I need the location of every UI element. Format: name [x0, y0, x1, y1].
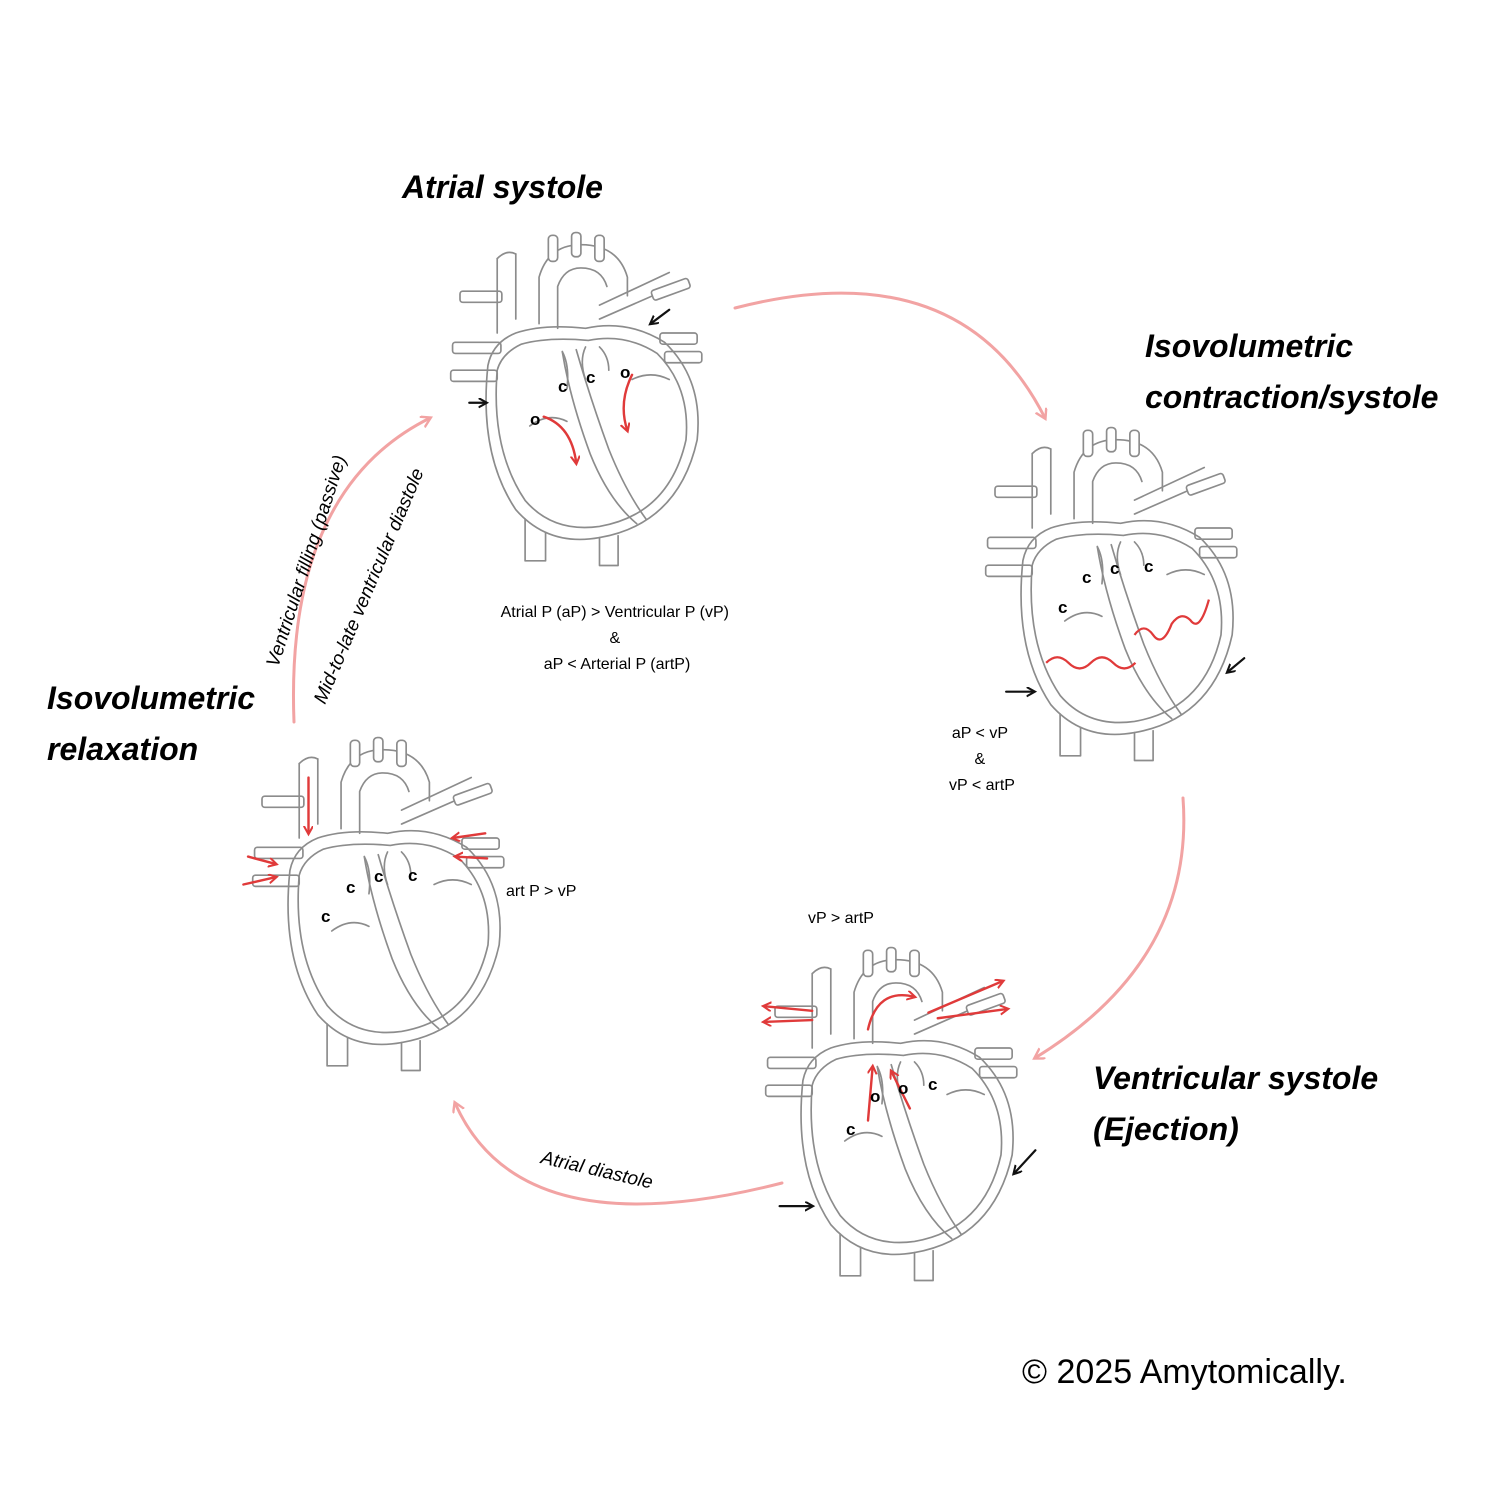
- stage-title-ventricular-systole: Ventricular systole (Ejection): [1093, 1060, 1387, 1147]
- valve-label: o: [620, 363, 630, 382]
- cycle-arrow-relaxation-to-atrial: [291, 418, 430, 724]
- valve-label: c: [1058, 598, 1067, 617]
- cycle-arrow-ejection-to-relaxation: [455, 1103, 784, 1206]
- stage-title-isovolumetric-relaxation: Isovolumetric relaxation: [47, 680, 264, 767]
- valve-label: c: [1082, 568, 1091, 587]
- valve-label: c: [408, 866, 417, 885]
- heart-atrial-systole: [449, 231, 703, 567]
- valve-label: c: [346, 878, 355, 897]
- valve-label: c: [558, 377, 567, 396]
- stage-title-atrial-systole: Atrial systole: [401, 169, 603, 205]
- cycle-arrow-atrial-to-contraction: [733, 291, 1045, 418]
- valve-label: c: [321, 907, 330, 926]
- cycle-arrow-contraction-to-ejection: [1035, 796, 1186, 1058]
- stage-title-isovolumetric-contraction: Isovolumetric contraction/systole: [1145, 328, 1438, 415]
- condition-isovolumetric-relaxation: art P > vP: [506, 883, 576, 900]
- heart-isovolumetric-contraction: [984, 426, 1246, 762]
- condition-atrial-systole: Atrial P (aP) > Ventricular P (vP) & aP …: [501, 604, 734, 673]
- condition-isovolumetric-contraction: aP < vP & vP < artP: [949, 725, 1015, 794]
- valve-label: o: [530, 410, 540, 429]
- valve-label: o: [898, 1079, 908, 1098]
- valve-label: c: [1144, 557, 1153, 576]
- valve-label: c: [374, 867, 383, 886]
- heart-isovolumetric-relaxation: [242, 736, 505, 1072]
- valve-label: o: [870, 1087, 880, 1106]
- valve-label: c: [846, 1120, 855, 1139]
- condition-ventricular-systole: vP > artP: [808, 910, 874, 927]
- valve-label: c: [928, 1075, 937, 1094]
- valve-label: c: [586, 368, 595, 387]
- copyright: © 2025 Amytomically.: [1022, 1353, 1347, 1391]
- label-atrial-diastole: Atrial diastole: [538, 1147, 655, 1193]
- valve-label: c: [1110, 559, 1119, 578]
- heart-ventricular-systole: [764, 946, 1037, 1282]
